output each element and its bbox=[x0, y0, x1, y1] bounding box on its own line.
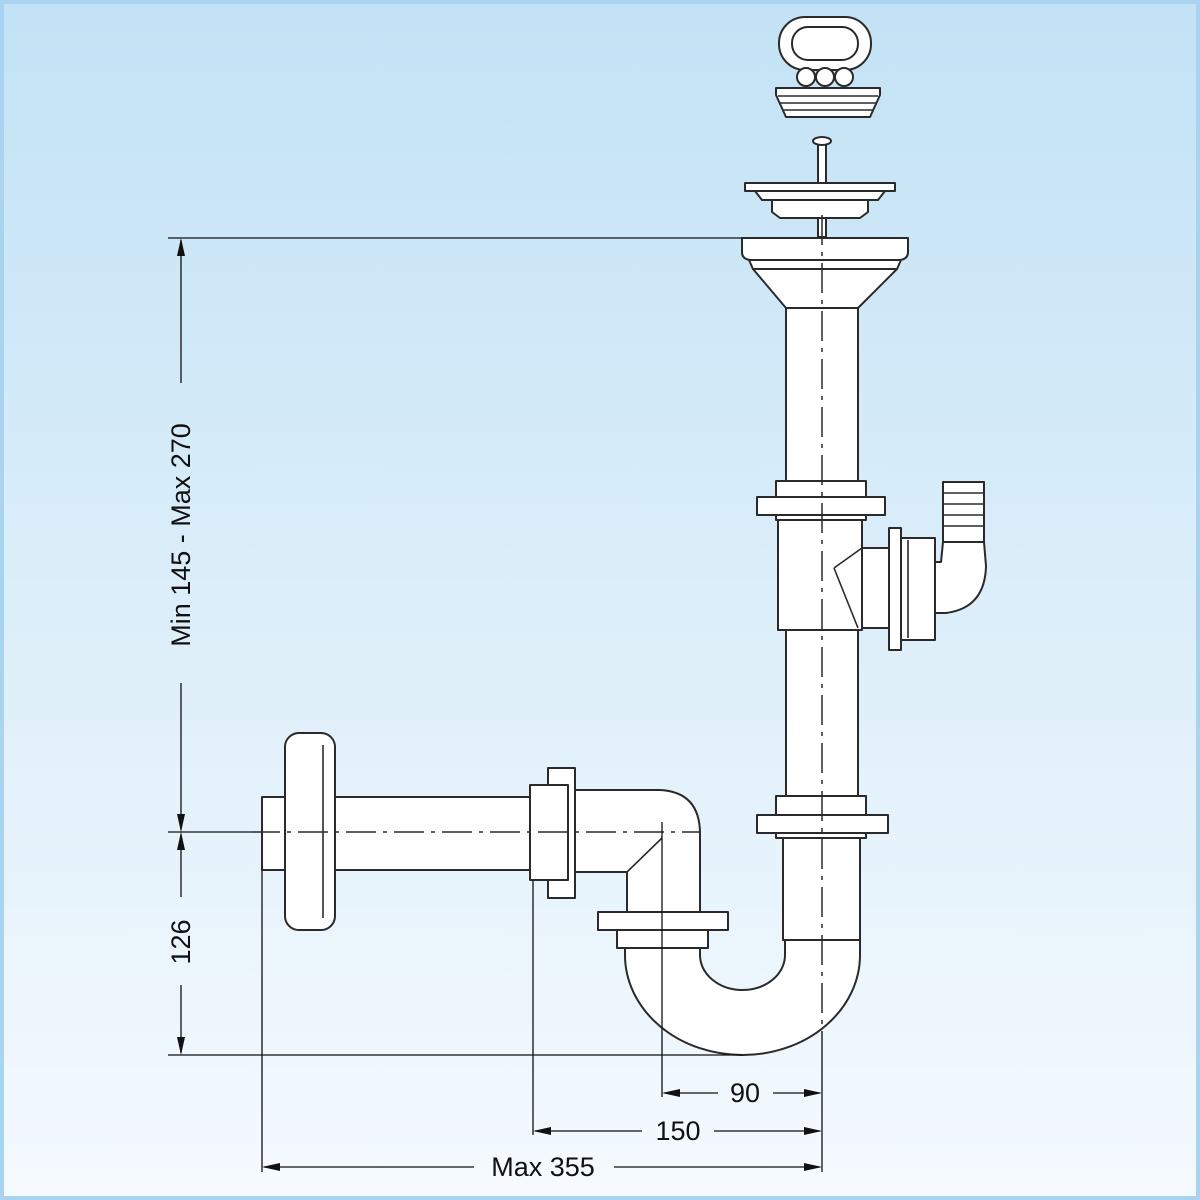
arrow-right-icon bbox=[804, 1163, 822, 1171]
lower-nut-body bbox=[775, 795, 867, 817]
hose-barb bbox=[942, 481, 985, 543]
strainer-body bbox=[771, 199, 869, 219]
dimension-label-offset-max: Max 355 bbox=[491, 1152, 595, 1182]
dimension-label-offset-mid: 150 bbox=[655, 1116, 700, 1146]
stopper-ring-inner bbox=[791, 26, 859, 61]
arrow-left-icon bbox=[262, 1163, 280, 1171]
strainer-screw-head bbox=[812, 136, 832, 146]
dimension-label-outlet-height: 126 bbox=[166, 919, 196, 964]
side-nut bbox=[900, 537, 936, 641]
strainer-ring bbox=[754, 190, 886, 201]
dimension-label-offset-short: 90 bbox=[730, 1078, 760, 1108]
arrow-left-icon bbox=[533, 1127, 551, 1135]
t-piece bbox=[777, 481, 987, 651]
wall-tube bbox=[261, 796, 288, 871]
strainer bbox=[744, 136, 896, 238]
arrow-right-icon bbox=[804, 1127, 822, 1135]
elbow-internal-edge bbox=[626, 837, 663, 873]
dimension-offset-max: Max 355 bbox=[262, 1152, 822, 1182]
arrow-down-icon bbox=[177, 814, 185, 832]
branch-internal-edge bbox=[833, 567, 859, 629]
dimension-offset-mid: 150 bbox=[533, 1116, 822, 1146]
outlet-flange bbox=[741, 237, 909, 261]
outlet-ring bbox=[748, 259, 902, 270]
stopper-bead bbox=[834, 67, 854, 87]
dimension-outlet-height: 126 bbox=[166, 832, 196, 1055]
horizontal-union bbox=[529, 767, 576, 899]
upper-nut bbox=[756, 480, 886, 521]
stopper-bead bbox=[815, 67, 835, 87]
side-ring bbox=[888, 527, 902, 651]
upper-nut-body bbox=[775, 480, 867, 499]
lower-nut bbox=[756, 795, 889, 839]
branch-internal-edge bbox=[833, 547, 863, 569]
u-bend-nut-wings bbox=[597, 911, 729, 931]
horizontal-pipe bbox=[334, 796, 531, 871]
upper-nut-wings bbox=[756, 496, 886, 516]
outlet-elbow bbox=[574, 789, 701, 913]
arrow-right-icon bbox=[804, 1089, 822, 1097]
arrow-down-icon bbox=[177, 1037, 185, 1055]
side-branch bbox=[861, 547, 893, 629]
dimension-overall-height: Min 145 - Max 270 bbox=[166, 238, 196, 832]
arrow-up-icon bbox=[177, 238, 185, 256]
dimension-offset-short: 90 bbox=[662, 1078, 822, 1108]
arrow-up-icon bbox=[177, 832, 185, 850]
arrow-left-icon bbox=[662, 1089, 680, 1097]
dimension-label-overall-height: Min 145 - Max 270 bbox=[166, 423, 196, 647]
strainer-flange bbox=[744, 182, 896, 192]
stopper bbox=[775, 16, 881, 118]
u-bend-nut bbox=[597, 911, 729, 949]
t-piece-body bbox=[777, 519, 863, 631]
stopper-bead bbox=[796, 67, 816, 87]
